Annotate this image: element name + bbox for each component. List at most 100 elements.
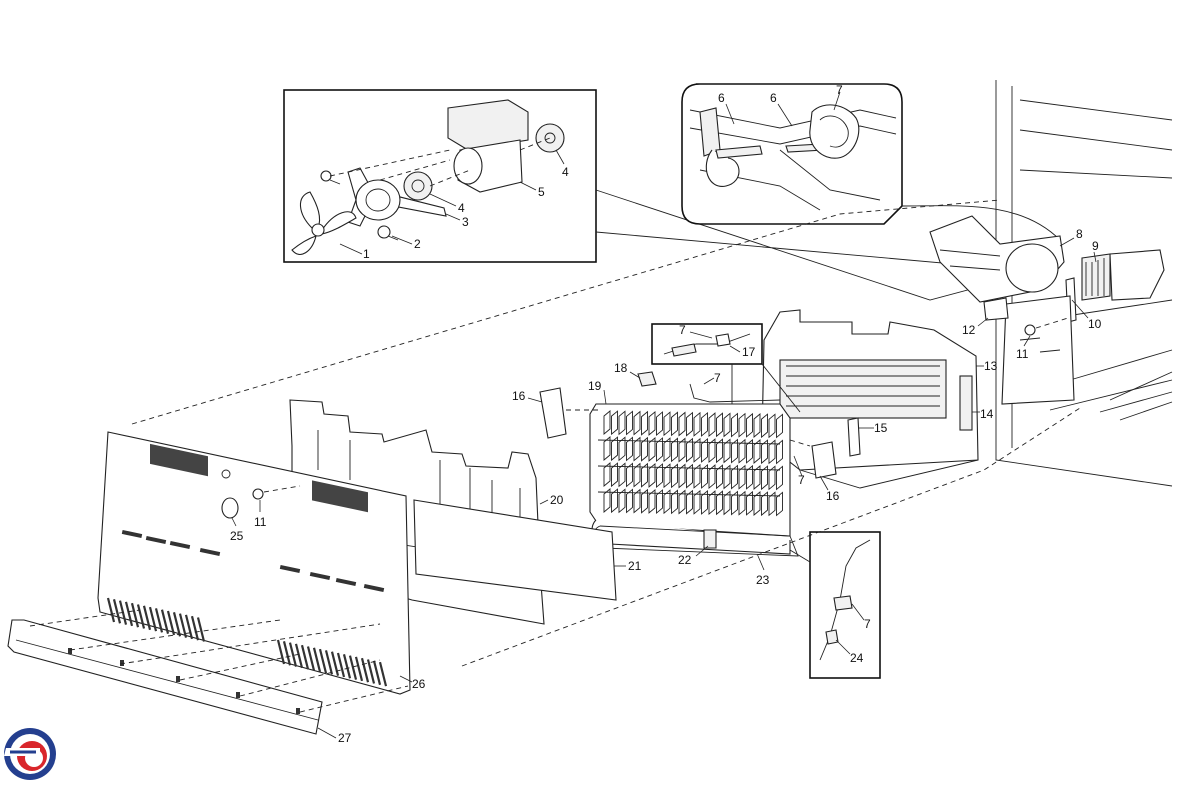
callout-7-inset: 7 xyxy=(836,83,843,97)
screw-small xyxy=(320,170,341,185)
callout-6-right: 6 xyxy=(770,91,777,105)
coil-fin xyxy=(686,489,693,515)
coil-fin xyxy=(768,491,776,517)
coil-fin xyxy=(693,411,701,437)
coil-fin xyxy=(626,436,633,462)
defrost-heater-element xyxy=(1081,249,1165,301)
coil-fin xyxy=(641,488,648,514)
coil-fin xyxy=(723,438,731,464)
coil-fin xyxy=(753,491,761,516)
wire-connector xyxy=(809,104,860,159)
callout-20: 20 xyxy=(550,493,564,507)
cover-insulation xyxy=(779,359,947,419)
coil-fin xyxy=(671,411,678,437)
coil-fin xyxy=(738,490,746,516)
coil-fin xyxy=(678,463,686,489)
coil-fin xyxy=(746,438,753,464)
sensor-inset: 7 24 xyxy=(809,531,881,679)
grille-slat xyxy=(282,641,292,666)
coil-fin xyxy=(603,410,611,435)
grille-slat xyxy=(276,639,286,665)
callout-16-right: 16 xyxy=(826,489,840,503)
coil-fin xyxy=(626,410,633,436)
grille-slat xyxy=(148,606,158,632)
coil-fin xyxy=(776,439,783,465)
coil-fin xyxy=(656,463,663,489)
coil-fin xyxy=(633,488,641,514)
coil-fin xyxy=(663,489,671,515)
coil-fin xyxy=(693,489,701,515)
callout-23: 23 xyxy=(756,573,770,587)
coil-fin xyxy=(678,437,686,463)
coil-fin xyxy=(626,462,633,488)
grille-slat xyxy=(294,643,304,669)
cover-screw xyxy=(252,485,301,500)
coil-fin xyxy=(633,410,641,436)
callout-7-coil: 7 xyxy=(798,473,805,487)
coil-fin xyxy=(776,491,783,517)
grille-slat xyxy=(142,605,152,631)
fan-housing xyxy=(929,215,1065,303)
coil-fin xyxy=(731,438,738,464)
grille-slat xyxy=(184,614,194,640)
front-evaporator-cover xyxy=(97,431,411,695)
grille-slat xyxy=(112,599,122,624)
drain-tube-clip xyxy=(983,297,1009,321)
coil-fin xyxy=(686,411,693,437)
grille-slat xyxy=(166,610,176,636)
grille-slat xyxy=(342,654,352,679)
coil-fin xyxy=(603,436,611,461)
callout-6-left: 6 xyxy=(718,91,725,105)
grille-slat xyxy=(136,604,146,629)
fan-shroud-ring xyxy=(355,179,401,221)
brand-logo-icon xyxy=(4,728,56,780)
coil-fin xyxy=(633,462,641,488)
coil-fin xyxy=(618,488,626,514)
coil-fin xyxy=(656,437,663,463)
coil-fin xyxy=(768,465,776,491)
return-air-grille xyxy=(106,597,388,687)
coil-fin xyxy=(723,490,731,516)
sensor-wire xyxy=(689,383,781,403)
callout-24: 24 xyxy=(850,651,864,665)
grille-slat xyxy=(288,642,298,667)
harness-inset: 6 6 7 xyxy=(681,83,1061,241)
coil-fin xyxy=(671,437,678,463)
coil-fin xyxy=(701,463,708,489)
coil-fin xyxy=(663,411,671,437)
coil-fin xyxy=(641,436,648,462)
callout-18: 18 xyxy=(614,361,628,375)
grille-slat xyxy=(178,613,188,638)
callout-7-wire: 7 xyxy=(714,371,721,385)
callout-7-sensor: 7 xyxy=(864,617,871,631)
coil-fin xyxy=(663,463,671,489)
coil-bracket-right xyxy=(811,441,837,479)
callout-3: 3 xyxy=(462,215,469,229)
grille-slat xyxy=(130,602,140,628)
tube-clamp xyxy=(703,529,717,549)
callout-11-cover: 11 xyxy=(254,515,267,529)
grille-slat xyxy=(360,657,370,683)
coil-bracket-left xyxy=(539,387,567,439)
insulation-pad xyxy=(959,375,973,431)
grille-slat xyxy=(330,651,340,676)
coil-fin xyxy=(633,436,641,462)
coil-fin xyxy=(753,439,761,464)
coil-fin xyxy=(708,464,716,490)
motor-grommet-rear xyxy=(535,123,565,153)
fan-blade xyxy=(291,191,357,255)
coil-fin xyxy=(723,412,731,438)
coil-fin xyxy=(723,464,731,490)
callout-5: 5 xyxy=(538,185,545,199)
callout-27: 27 xyxy=(338,731,352,745)
coil-fin xyxy=(738,412,746,438)
motor-grommet-front xyxy=(403,171,433,201)
coil-fin xyxy=(746,412,753,438)
callout-2: 2 xyxy=(414,237,421,251)
grille-slat xyxy=(306,646,316,671)
grille-slat xyxy=(324,650,334,675)
grille-slat xyxy=(336,652,346,678)
coil-fin xyxy=(746,490,753,516)
coil-fin xyxy=(678,489,686,515)
callout-1: 1 xyxy=(363,247,370,261)
